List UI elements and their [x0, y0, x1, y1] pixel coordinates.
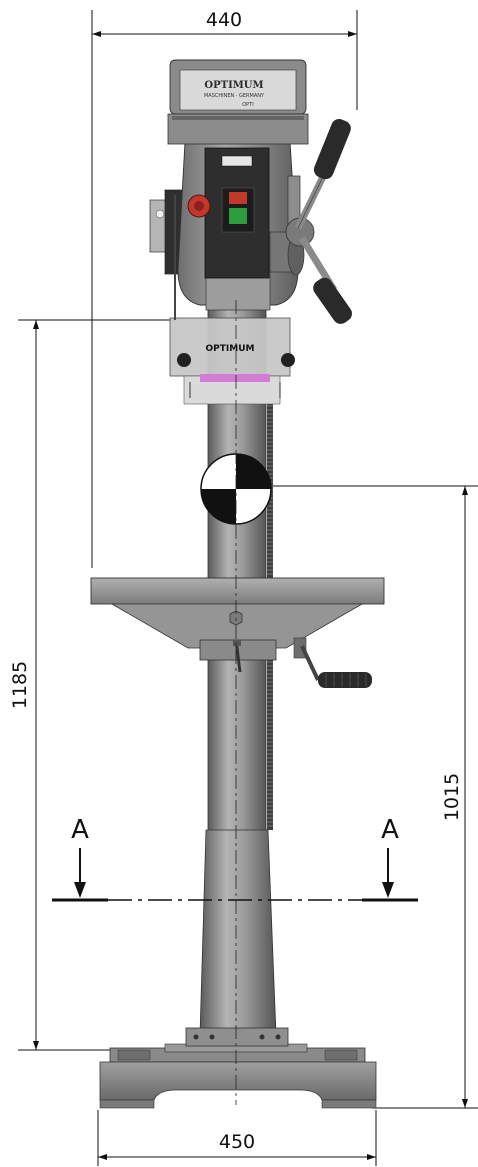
- head-brand-label: OPTIMUM: [204, 80, 263, 91]
- section-line-a-a: A A: [52, 815, 418, 902]
- dimension-base-width-label: 450: [219, 1131, 255, 1153]
- section-label-right: A: [381, 815, 399, 845]
- drill-head: OPTIMUM MASCHINEN · GERMANY OPTI: [149, 59, 352, 324]
- collar-guard: OPTIMUM: [169, 317, 295, 405]
- start-button-indicator: [229, 208, 247, 224]
- head-sub-label: MASCHINEN · GERMANY: [204, 93, 265, 99]
- collar-accent-ring: [200, 374, 270, 382]
- dimension-top-width-label: 440: [206, 9, 242, 31]
- dimension-left-height-label: 1185: [9, 661, 31, 709]
- machine-base: [99, 1043, 377, 1109]
- stop-button-indicator: [229, 192, 247, 204]
- section-label-left: A: [71, 815, 89, 845]
- dimension-right-height-label: 1015: [441, 773, 463, 821]
- dimension-top-width: 440: [91, 9, 358, 568]
- collar-brand-label: OPTIMUM: [206, 344, 255, 354]
- dimension-left-height: 1185: [9, 319, 178, 1051]
- dimension-base-width: 450: [97, 1110, 377, 1166]
- dimension-right-height: 1015: [266, 485, 478, 1109]
- work-table: [90, 577, 385, 688]
- head-model-label: OPTI: [242, 102, 253, 108]
